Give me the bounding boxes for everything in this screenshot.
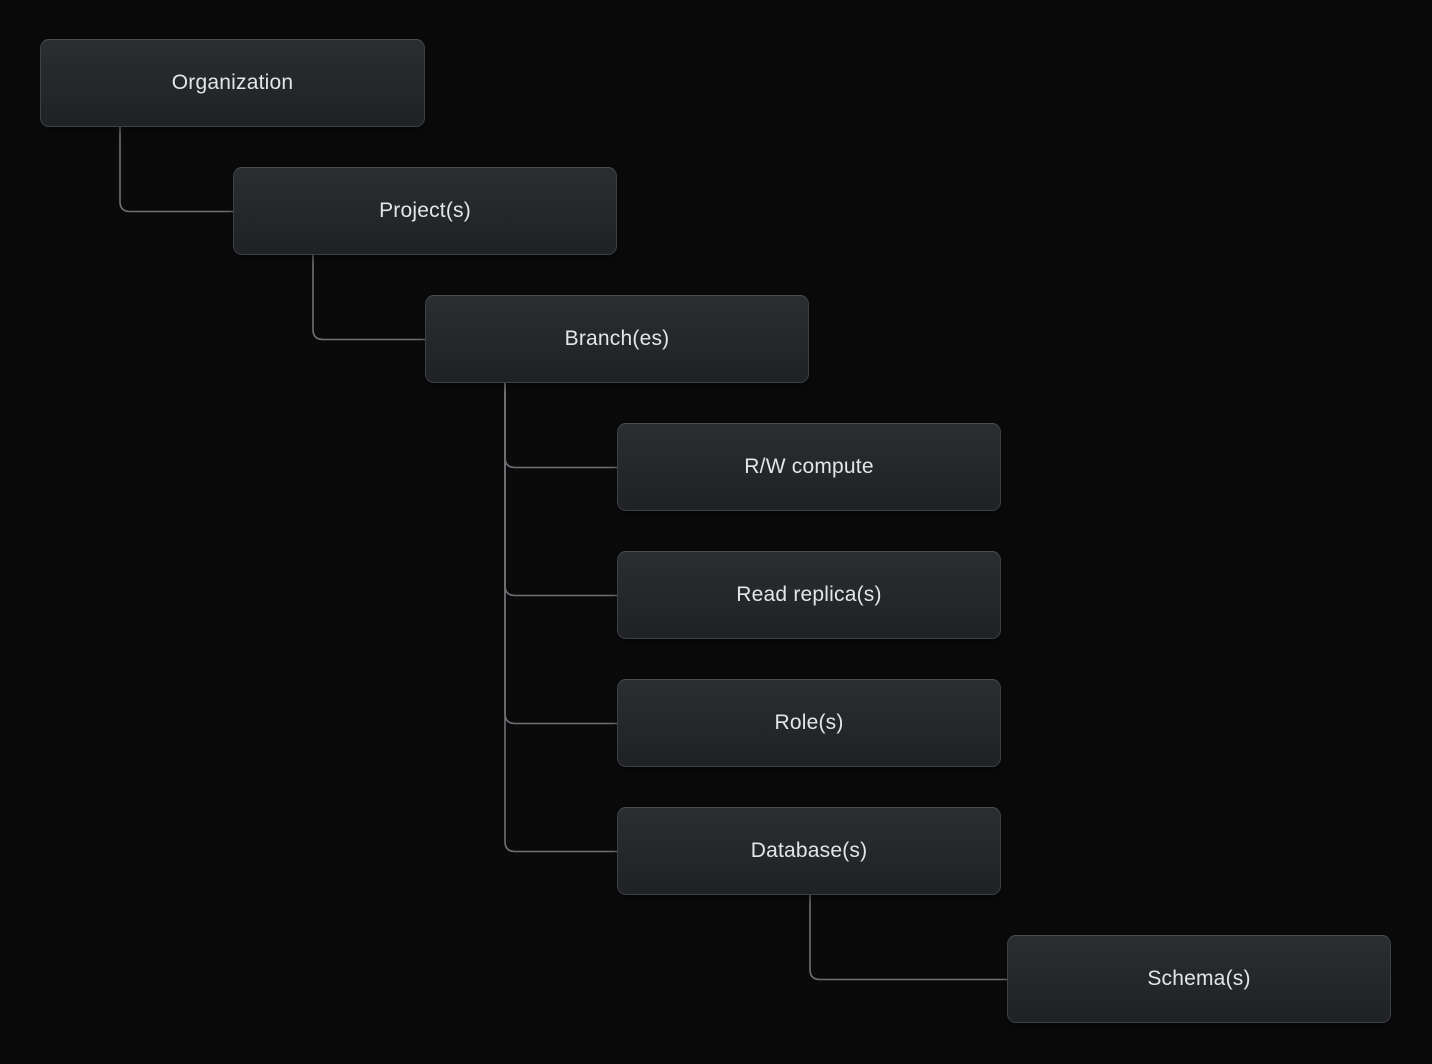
node-roles: Role(s)	[617, 679, 1001, 767]
connector-branches-databases	[504, 383, 617, 853]
node-databases: Database(s)	[617, 807, 1001, 895]
node-projects: Project(s)	[233, 167, 617, 255]
node-schemas: Schema(s)	[1007, 935, 1391, 1023]
node-databases-label: Database(s)	[750, 839, 868, 862]
node-roles-label: Role(s)	[774, 711, 844, 734]
connector-organization-projects	[119, 127, 233, 213]
node-organization-label: Organization	[171, 71, 294, 94]
node-read-replicas: Read replica(s)	[617, 551, 1001, 639]
node-branches-label: Branch(es)	[564, 327, 670, 350]
connector-branches-roles	[504, 383, 617, 725]
node-rw-compute: R/W compute	[617, 423, 1001, 511]
node-read-replicas-label: Read replica(s)	[736, 583, 882, 606]
node-organization: Organization	[40, 39, 425, 127]
connector-branches-read-replicas	[504, 383, 617, 597]
connector-branches-rw-compute	[504, 383, 617, 469]
connector-databases-schemas	[809, 895, 1007, 981]
node-schemas-label: Schema(s)	[1147, 967, 1251, 990]
connector-projects-branches	[312, 255, 425, 341]
node-branches: Branch(es)	[425, 295, 809, 383]
node-rw-compute-label: R/W compute	[744, 455, 874, 478]
node-projects-label: Project(s)	[379, 199, 471, 222]
